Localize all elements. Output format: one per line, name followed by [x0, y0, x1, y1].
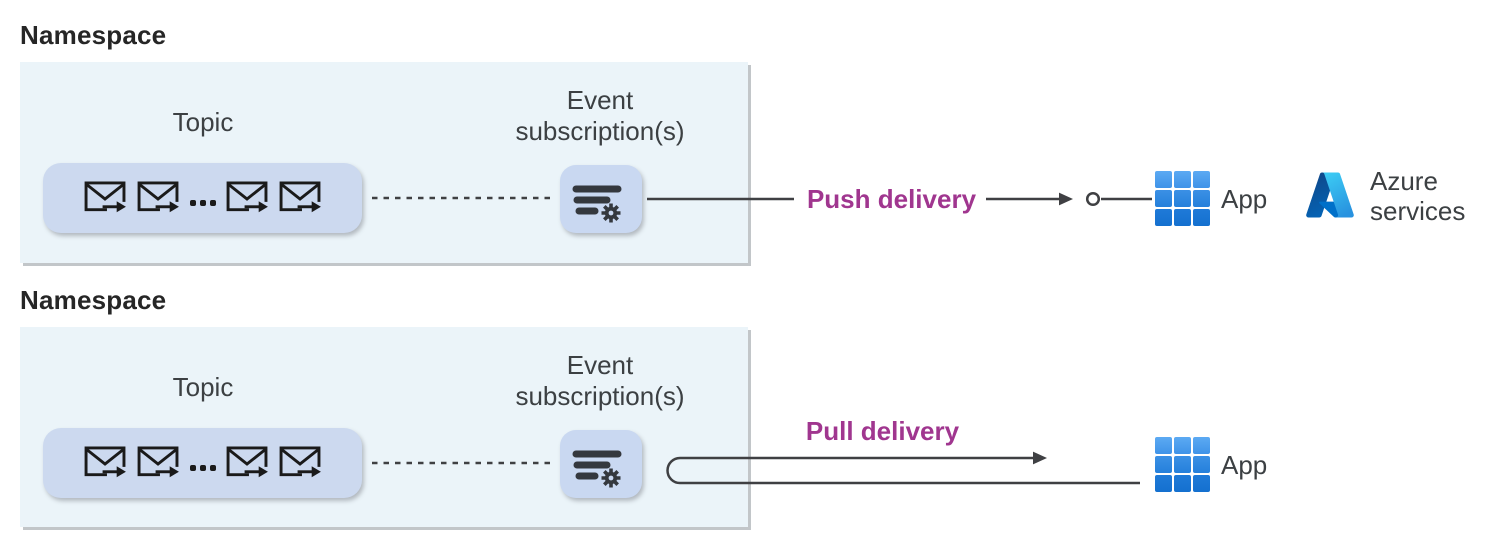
- push-endpoint-circle-icon: [1085, 191, 1101, 207]
- push-event-subscription-tile: [560, 165, 642, 233]
- azure-logo-icon: [1306, 172, 1354, 218]
- envelope-arrow-icon: [279, 445, 322, 479]
- pull-app-label: App: [1221, 450, 1268, 480]
- filter-gear-icon: [560, 165, 642, 233]
- pull-delivery-label: Pull delivery: [805, 416, 960, 446]
- push-delivery-label: Push delivery: [806, 184, 977, 214]
- pull-topic-pill: [43, 428, 362, 498]
- filter-gear-icon: [560, 430, 642, 498]
- ellipsis-dots-icon: [189, 200, 216, 206]
- pull-event-subscription-tile: [560, 430, 642, 498]
- pull-event-subscription-label: Event subscription(s): [515, 350, 685, 411]
- pull-namespace-title: Namespace: [20, 285, 167, 315]
- push-app-grid-icon: [1155, 171, 1210, 226]
- envelope-arrow-icon: [226, 180, 269, 214]
- envelope-arrow-icon: [137, 180, 180, 214]
- ellipsis-dots-icon: [189, 465, 216, 471]
- push-topic-pill: [43, 163, 362, 233]
- push-app-label: App: [1221, 184, 1268, 214]
- envelope-arrow-icon: [84, 445, 127, 479]
- azure-services-label: Azure services: [1370, 166, 1466, 226]
- envelope-arrow-icon: [226, 445, 269, 479]
- push-topic-label: Topic: [172, 107, 234, 137]
- envelope-arrow-icon: [84, 180, 127, 214]
- push-event-subscription-label: Event subscription(s): [515, 85, 685, 146]
- envelope-arrow-icon: [137, 445, 180, 479]
- pull-topic-label: Topic: [172, 372, 234, 402]
- push-namespace-title: Namespace: [20, 20, 167, 50]
- pull-app-grid-icon: [1155, 437, 1210, 492]
- push-arrowhead-icon: [1059, 192, 1073, 206]
- envelope-arrow-icon: [279, 180, 322, 214]
- pull-arrowhead-icon: [1033, 451, 1047, 465]
